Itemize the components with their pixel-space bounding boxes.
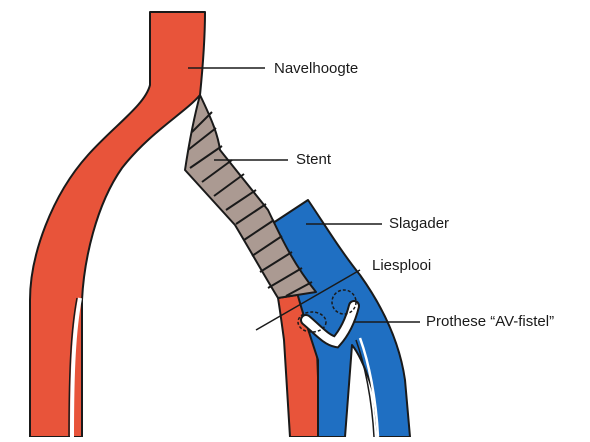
navel-label: Navelhoogte: [274, 61, 358, 76]
stent: [185, 95, 316, 298]
groin-label: Liesplooi: [372, 258, 431, 273]
stent-label: Stent: [296, 152, 331, 167]
aorta-left-iliac-artery: [30, 12, 205, 437]
prosthesis-label: Prothese “AV-fistel”: [426, 314, 554, 329]
artery-label: Slagader: [389, 216, 449, 231]
